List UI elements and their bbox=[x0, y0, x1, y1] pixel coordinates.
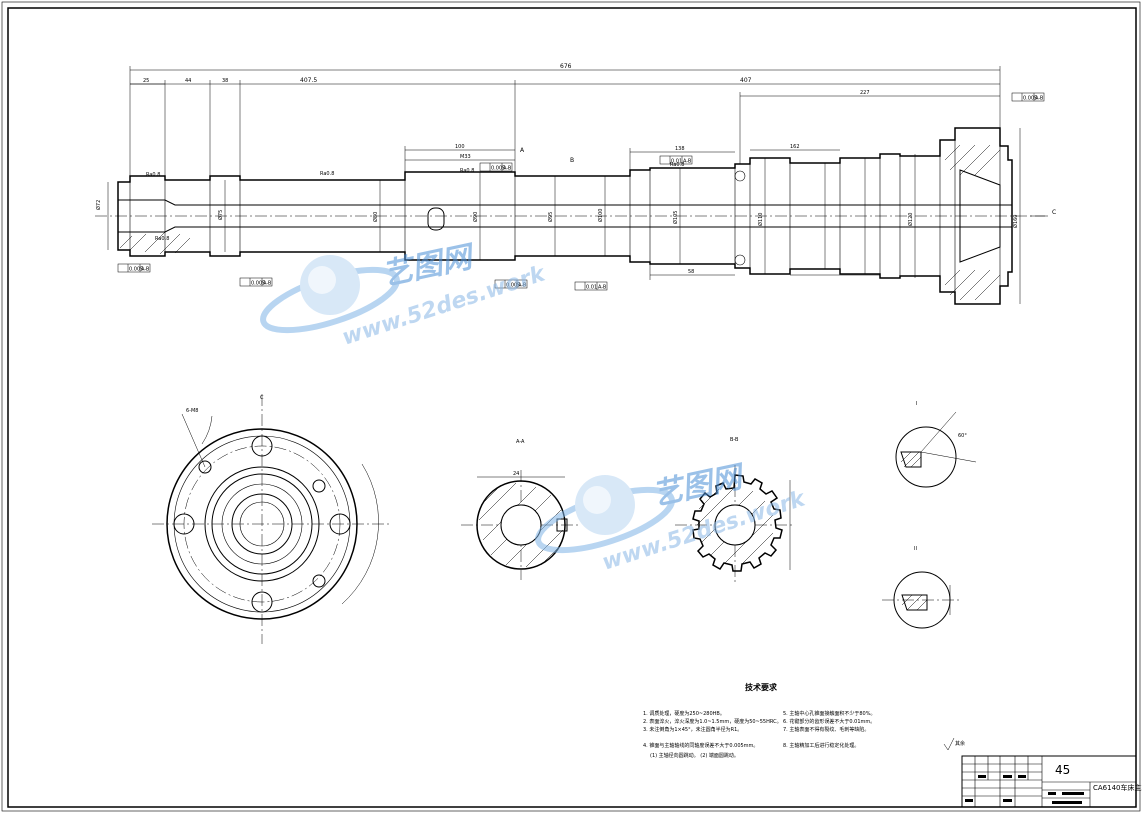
shaft-profile-lower bbox=[117, 216, 1013, 305]
tol-7: 0.005 bbox=[1023, 96, 1037, 102]
detail-ii-title: II bbox=[914, 546, 917, 552]
watermark-1: 艺图网 www.52des.work bbox=[260, 239, 549, 351]
datum-6: A-B bbox=[683, 159, 692, 165]
tol-1: 0.005 bbox=[129, 267, 143, 273]
main-dimensions: 676 407.5 407 25 44 38 227 100 M33 138 1… bbox=[95, 63, 1021, 304]
tol-4: 0.01 bbox=[586, 285, 597, 291]
dia-label-8: Ø110 bbox=[757, 213, 764, 226]
roughness-other: 其余 bbox=[955, 740, 965, 747]
dim-138: 138 bbox=[675, 146, 685, 152]
datum-4: A-B bbox=[598, 285, 607, 291]
dim-227: 227 bbox=[860, 90, 870, 96]
dia-label-4: Ø90 bbox=[472, 212, 479, 222]
shaft-bore-upper bbox=[118, 199, 1012, 206]
title-block-fills bbox=[965, 775, 1084, 804]
svg-text:Ra0.8: Ra0.8 bbox=[320, 171, 334, 177]
section-aa-width: 24 bbox=[513, 471, 519, 477]
note-left-4: 4. 锥面与主轴轴线的同轴度误差不大于0.005mm。 bbox=[643, 742, 758, 749]
dim-162: 162 bbox=[790, 144, 800, 150]
dia-label-3: Ø80 bbox=[372, 212, 379, 222]
dim-right-span: 407 bbox=[740, 77, 752, 84]
detail-i-angle: 60° bbox=[958, 433, 967, 439]
tol-3: 0.005 bbox=[506, 283, 520, 289]
shaft-main-view: A B C bbox=[95, 127, 1056, 305]
svg-text:Ra0.8: Ra0.8 bbox=[155, 236, 169, 242]
roughness-check-icon bbox=[943, 737, 955, 751]
dim-top-2: 44 bbox=[185, 78, 191, 84]
dim-top-3: 38 bbox=[222, 78, 228, 84]
detail-i-title: I bbox=[916, 401, 917, 407]
dia-label-10: Ø160 bbox=[1012, 215, 1019, 228]
svg-text:Ra0.8: Ra0.8 bbox=[670, 162, 684, 168]
detail-ii: II bbox=[882, 546, 962, 629]
datum-2: A-B bbox=[263, 281, 272, 287]
dia-label-2: Ø75 bbox=[217, 210, 224, 220]
shaft-bore-lower bbox=[118, 226, 1012, 233]
dim-m33: M33 bbox=[460, 154, 471, 160]
left-end-hatch bbox=[119, 231, 191, 255]
drawing-frame bbox=[7, 7, 1137, 808]
dia-label-9: Ø120 bbox=[907, 213, 914, 226]
datum-1: A-B bbox=[141, 267, 150, 273]
dim-overall: 676 bbox=[560, 63, 572, 70]
part-name: CA6140车床主轴 bbox=[1093, 783, 1142, 792]
tol-6: 0.01 bbox=[671, 159, 682, 165]
note-right-4: 8. 主轴精加工后进行稳定化处理。 bbox=[783, 742, 859, 749]
detail-i: I 60° bbox=[895, 401, 977, 488]
dia-label-5: Ø95 bbox=[547, 212, 554, 222]
svg-text:Ra0.8: Ra0.8 bbox=[460, 168, 474, 174]
end-view-title: C bbox=[260, 395, 264, 401]
dim-left-span: 407.5 bbox=[300, 77, 317, 84]
flange-end-view: 6-M8 C bbox=[152, 394, 392, 644]
note-right-1: 5. 主轴中心孔锥面接触面积不少于80%。 bbox=[783, 710, 875, 717]
tolerance-frames: 0.005 A-B 0.005 A-B 0.005 A-B 0.01 A-B 0… bbox=[117, 92, 1045, 291]
roughness-symbols: Ra0.8 Ra0.8 Ra0.8 Ra0.8 Ra0.8 bbox=[146, 162, 684, 242]
datum-3: A-B bbox=[518, 283, 527, 289]
tol-2: 0.005 bbox=[251, 281, 265, 287]
groove-circle bbox=[734, 170, 746, 182]
keyway-slot bbox=[427, 207, 445, 231]
svg-text:Ra0.8: Ra0.8 bbox=[146, 172, 160, 178]
note-left-3: 3. 未注倒角为1×45°，未注圆角半径为R1。 bbox=[643, 726, 742, 733]
dia-label-1: Ø72 bbox=[95, 200, 102, 210]
dia-label-7: Ø105 bbox=[672, 211, 679, 224]
section-mark-a: A bbox=[520, 147, 525, 154]
note-right-2: 6. 花键部分的齿形误差不大于0.01mm。 bbox=[783, 718, 875, 725]
section-aa-title: A-A bbox=[516, 439, 525, 445]
dim-100: 100 bbox=[455, 144, 465, 150]
view-arrow-c-label: C bbox=[1052, 209, 1056, 216]
watermark-brand: 艺图网 bbox=[379, 239, 478, 293]
datum-5: A-B bbox=[503, 166, 512, 172]
note-left-5: (1) 主轴径向圆跳动。 (2) 端面圆跳动。 bbox=[650, 752, 739, 759]
note-right-3: 7. 主轴表面不得有裂纹、毛刺等缺陷。 bbox=[783, 726, 869, 733]
section-mark-b: B bbox=[570, 157, 574, 164]
note-left-2: 2. 表面淬火，淬火深度为1.0~1.5mm，硬度为50~55HRC。 bbox=[643, 718, 782, 725]
dia-label-6: Ø100 bbox=[597, 209, 604, 222]
note-left-1: 1. 调质处理，硬度为250~280HB。 bbox=[643, 710, 725, 717]
watermark-2: 艺图网 www.52des.work bbox=[535, 459, 809, 576]
datum-7: A-B bbox=[1035, 96, 1044, 102]
section-bb: B-B bbox=[675, 437, 795, 585]
technical-notes: 技术要求 1. 调质处理，硬度为250~280HB。 2. 表面淬火，淬火深度为… bbox=[643, 682, 965, 759]
notes-title: 技术要求 bbox=[745, 682, 778, 692]
tol-5: 0.005 bbox=[491, 166, 505, 172]
flange-hatch bbox=[944, 144, 1001, 301]
flange-hole-label: 6-M8 bbox=[186, 408, 198, 414]
dim-top-1: 25 bbox=[143, 78, 149, 84]
dim-58: 58 bbox=[688, 269, 694, 275]
section-bb-title: B-B bbox=[730, 437, 739, 443]
shaft-profile-upper bbox=[117, 127, 1013, 216]
material-label: 45 bbox=[1055, 763, 1070, 777]
groove-circle-lower bbox=[734, 254, 746, 266]
section-aa: A-A 24 bbox=[461, 439, 581, 580]
title-block: 45 CA6140车床主轴 bbox=[961, 755, 1142, 808]
